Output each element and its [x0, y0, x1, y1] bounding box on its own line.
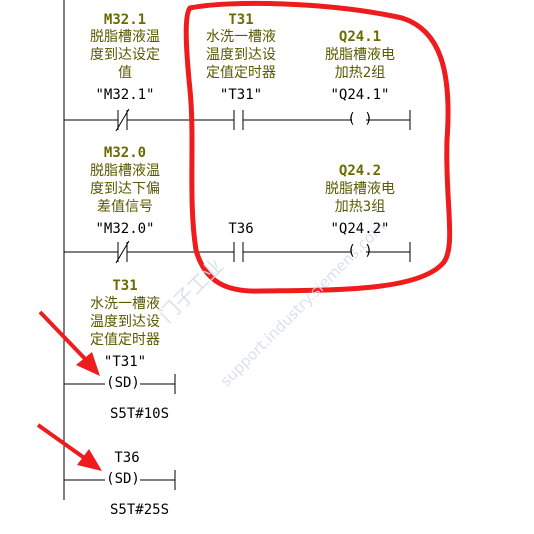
coil-q24-1-comment: 加热2组: [334, 65, 386, 81]
coil-q24-1[interactable]: ( ): [347, 111, 373, 127]
rung-1: [64, 108, 411, 132]
contact-t36[interactable]: [233, 242, 244, 262]
rung-2: [64, 240, 411, 264]
arrow-icon: [36, 423, 102, 471]
timer-t31-symbol: T31: [112, 278, 138, 294]
timer-t31-box-label: SD: [114, 375, 132, 391]
contact-m32-0-comment: 度到达下偏: [90, 181, 160, 197]
timer-t31-comment: 水洗一槽液: [90, 296, 160, 312]
contact-t31-comment: 定值定时器: [206, 65, 276, 81]
contact-m32-0-address: "M32.0": [95, 221, 155, 237]
coil-q24-2-comment: 加热3组: [334, 199, 386, 215]
contact-t36-address: T36: [228, 221, 254, 237]
rung-timer-t36: [64, 470, 176, 490]
coil-q24-1-comment: 脱脂槽液电: [325, 47, 395, 63]
contact-m32-0-comment: 差值信号: [97, 199, 153, 215]
contact-t31-address: "T31": [219, 87, 263, 103]
contact-t31-symbol: T31: [228, 12, 254, 28]
contact-m32-0-symbol: M32.0: [103, 145, 147, 161]
contact-m32-1-symbol: M32.1: [103, 12, 147, 28]
coil-q24-1-address: "Q24.1": [330, 87, 390, 103]
contact-m32-1-address: "M32.1": [95, 87, 155, 103]
timer-t31-comment: 温度到达设: [90, 314, 160, 330]
highlight-outline: [183, 0, 453, 294]
coil-q24-2-comment: 脱脂槽液电: [325, 181, 395, 197]
contact-m32-0-comment: 脱脂槽液温: [90, 163, 160, 179]
timer-t36-address: T36: [114, 450, 140, 466]
coil-q24-1-symbol: Q24.1: [338, 29, 382, 45]
timer-t31-address: "T31": [103, 354, 147, 370]
contact-m32-1-comment: 脱脂槽液温: [90, 29, 160, 45]
coil-q24-2[interactable]: ( ): [347, 243, 373, 259]
timer-t36-preset: S5T#25S: [110, 502, 170, 518]
contact-t31-comment: 温度到达设: [206, 47, 276, 63]
timer-t31-preset: S5T#10S: [110, 406, 170, 422]
contact-m32-1-comment: 度到达设定: [90, 47, 160, 63]
coil-q24-2-symbol: Q24.2: [338, 163, 382, 179]
rung-timer-t31: [64, 374, 176, 394]
contact-m32-1-comment: 值: [118, 65, 132, 81]
arrow-icon: [38, 310, 100, 376]
timer-t31-comment: 定值定时器: [90, 332, 160, 348]
contact-t31-comment: 水洗一槽液: [206, 29, 276, 45]
coil-q24-2-address: "Q24.2": [330, 221, 390, 237]
timer-t31-coil[interactable]: (SD): [106, 375, 140, 391]
timer-t36-box-label: SD: [114, 471, 132, 487]
contact-t31[interactable]: [233, 110, 244, 130]
timer-t36-coil[interactable]: (SD): [106, 471, 140, 487]
